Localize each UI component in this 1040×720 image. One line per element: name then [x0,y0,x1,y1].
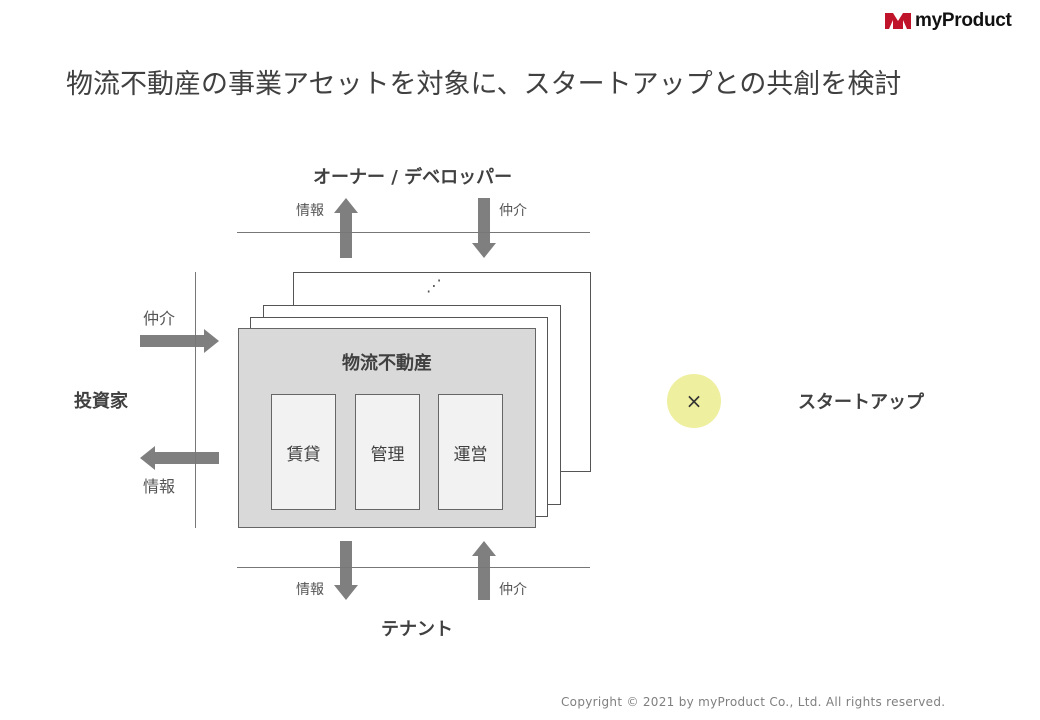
startup-label: スタートアップ [798,392,924,413]
top-up-flow-label: 情報 [296,203,324,219]
function-management: 管理 [355,394,420,510]
left-divider [195,272,196,528]
top-divider [237,232,590,233]
function-leasing: 賃貸 [271,394,336,510]
times-symbol: × [685,389,703,413]
brand-logo: myProduct [884,8,1032,34]
owner-developer-label: オーナー / デベロッパー [313,167,513,188]
investor-label: 投資家 [74,391,128,412]
logo-mark-icon [885,13,911,29]
logistics-real-estate-box: 物流不動産 賃貸 管理 運営 [238,328,536,528]
top-up-arrow-icon [334,198,358,258]
tenant-label: テナント [381,619,453,640]
left-out-arrow-icon [140,446,219,470]
page-title: 物流不動産の事業アセットを対象に、スタートアップとの共創を検討 [66,69,902,100]
bottom-up-arrow-icon [472,541,496,600]
bottom-divider [237,567,590,568]
left-out-flow-label: 情報 [143,477,176,496]
copyright-text: Copyright © 2021 by myProduct Co., Ltd. … [561,695,946,709]
stack-ellipsis: ⋰ [426,276,442,295]
bottom-down-flow-label: 情報 [296,582,324,598]
bottom-down-arrow-icon [334,541,358,600]
left-in-flow-label: 仲介 [143,309,176,328]
logo-text: myProduct [915,10,1012,31]
bottom-up-flow-label: 仲介 [499,582,527,598]
collaboration-times-icon: × [667,374,721,428]
left-in-arrow-icon [140,329,219,353]
top-down-flow-label: 仲介 [499,203,527,219]
main-box-title: 物流不動産 [342,353,432,374]
top-down-arrow-icon [472,198,496,258]
function-operation: 運営 [438,394,503,510]
